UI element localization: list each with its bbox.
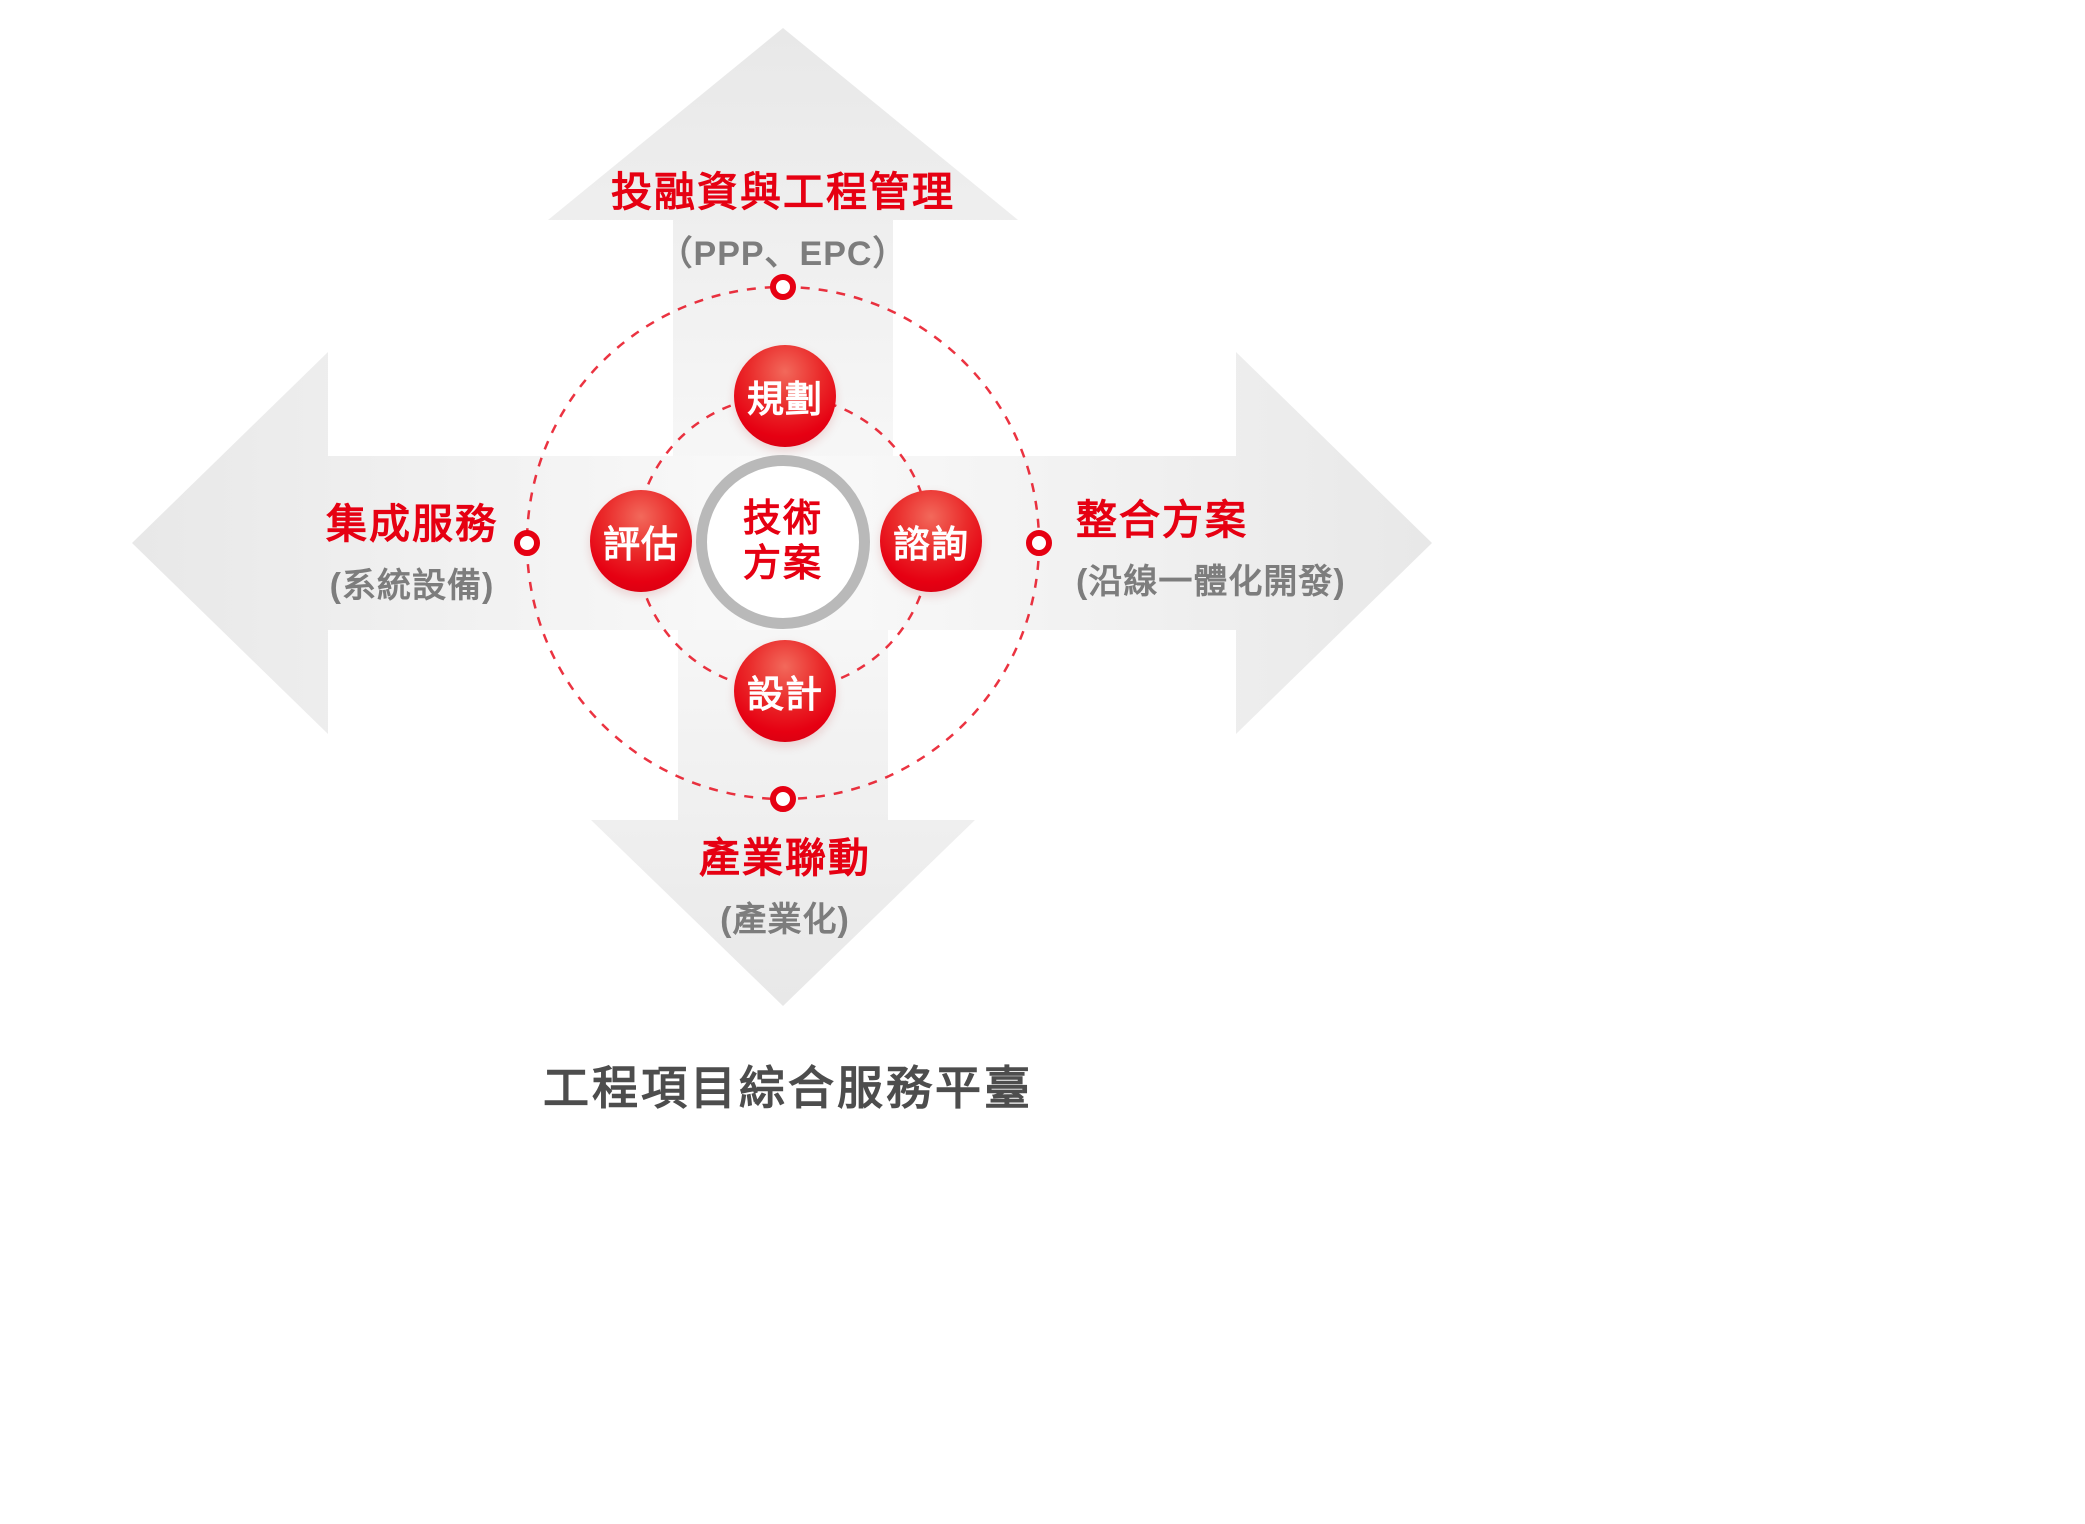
label-right-direction: 整合方案 (沿線一體化開發) <box>1076 486 1636 603</box>
center-hub-line1: 技術 <box>742 498 823 541</box>
node-planning: 規劃 <box>734 345 836 447</box>
orbit-dot-top-icon <box>770 274 796 300</box>
orbit-dot-right-icon <box>1026 530 1052 556</box>
label-left-direction: 集成服務 (系統設備) <box>212 490 612 607</box>
node-evaluation-label: 評估 <box>603 524 679 565</box>
label-top-subtitle: （PPP、EPC） <box>658 235 908 273</box>
label-bottom-subtitle: (產業化) <box>720 901 850 939</box>
node-planning-label: 規劃 <box>747 379 823 420</box>
label-bottom-title: 產業聯動 <box>699 835 871 881</box>
node-evaluation: 評估 <box>590 490 692 592</box>
label-right-subtitle: (沿線一體化開發) <box>1076 563 1346 601</box>
center-hub-line2: 方案 <box>742 543 823 585</box>
label-bottom-direction: 產業聯動 (產業化) <box>485 824 1085 941</box>
node-consulting-label: 諮詢 <box>893 524 969 565</box>
page-title: 工程項目綜合服務平臺 <box>543 1062 1033 1114</box>
node-consulting: 諮詢 <box>880 490 982 592</box>
node-design: 設計 <box>734 640 836 742</box>
label-right-title: 整合方案 <box>1076 497 1248 543</box>
node-design-label: 設計 <box>747 674 823 715</box>
arrow-down-icon <box>591 540 975 1006</box>
orbit-dot-left-icon <box>514 530 540 556</box>
label-top-direction: 投融資與工程管理 （PPP、EPC） <box>483 158 1083 275</box>
label-left-subtitle: (系統設備) <box>329 567 495 605</box>
center-hub: 技術 方案 <box>696 455 870 629</box>
arrow-right-icon <box>778 352 1432 734</box>
label-left-title: 集成服務 <box>326 501 498 547</box>
arrow-left-icon <box>132 352 788 734</box>
label-top-title: 投融資與工程管理 <box>611 169 955 215</box>
orbit-dot-bottom-icon <box>770 786 796 812</box>
